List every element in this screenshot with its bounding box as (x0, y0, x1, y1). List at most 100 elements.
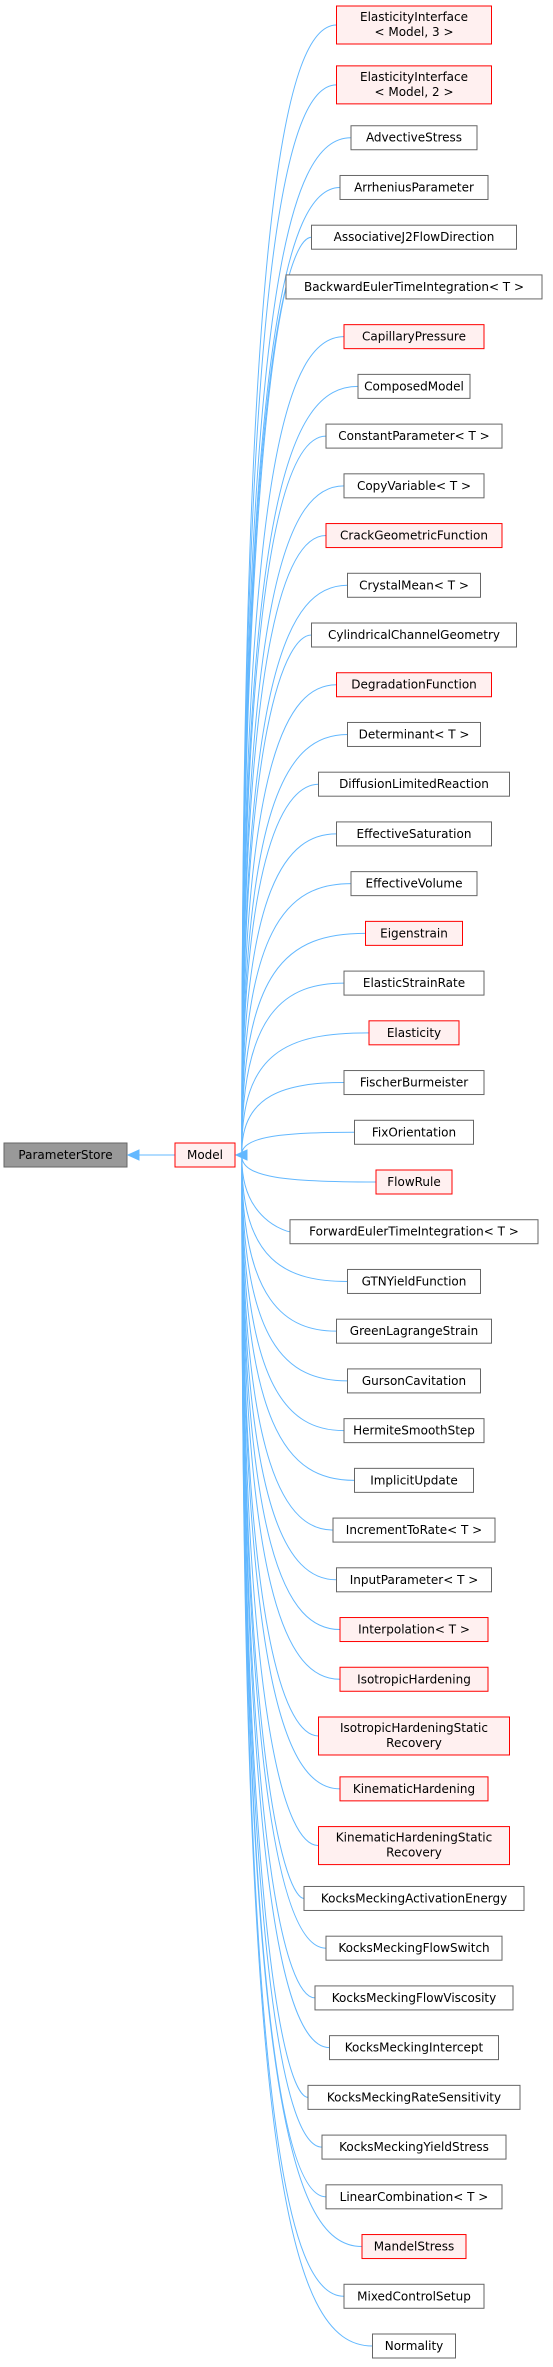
node-backwardeulertimeintegration-t[interactable]: BackwardEulerTimeIntegration< T > (285, 274, 543, 300)
node-arrheniusparameter[interactable]: ArrheniusParameter (339, 174, 489, 200)
node-forwardeulertimeintegration-t[interactable]: ForwardEulerTimeIntegration< T > (289, 1219, 539, 1245)
node-gursoncavitation[interactable]: GursonCavitation (347, 1368, 481, 1394)
node-kocksmeckingintercept-label-line-1: KocksMeckingIntercept (345, 2041, 484, 2055)
node-elasticityinterface-model-3[interactable]: ElasticityInterface< Model, 3 > (336, 5, 492, 45)
node-crackgeometricfunction-box (325, 523, 503, 549)
node-fixorientation-label-line-1: FixOrientation (372, 1125, 456, 1139)
node-model-label: Model (187, 1148, 223, 1162)
node-kinematichardeningstatic-recovery-label-line-2: Recovery (386, 1846, 442, 1860)
node-parameterstore-label: ParameterStore (18, 1148, 112, 1162)
node-normality[interactable]: Normality (372, 2333, 456, 2359)
node-inputparameter-t[interactable]: InputParameter< T > (336, 1567, 492, 1593)
node-normality-box (372, 2333, 456, 2359)
node-model[interactable]: Model (174, 1142, 236, 1168)
node-interpolation-t[interactable]: Interpolation< T > (339, 1617, 489, 1643)
node-degradationfunction-box (336, 672, 492, 698)
derived-classes-layer: ElasticityInterface< Model, 3 >Elasticit… (285, 5, 543, 2359)
node-copyvariable-t[interactable]: CopyVariable< T > (343, 473, 485, 499)
node-effectivesaturation[interactable]: EffectiveSaturation (336, 821, 492, 847)
node-incrementtorate-t[interactable]: IncrementToRate< T > (332, 1517, 496, 1543)
node-degradationfunction[interactable]: DegradationFunction (336, 672, 492, 698)
node-associativej2flowdirection[interactable]: AssociativeJ2FlowDirection (311, 224, 517, 250)
node-elasticityinterface-model-2[interactable]: ElasticityInterface< Model, 2 > (336, 65, 492, 105)
node-mixedcontrolsetup[interactable]: MixedControlSetup (343, 2283, 485, 2309)
node-fixorientation-box (354, 1119, 474, 1145)
node-linearcombination-t[interactable]: LinearCombination< T > (325, 2184, 503, 2210)
node-kocksmeckingratesensitivity[interactable]: KocksMeckingRateSensitivity (307, 2084, 521, 2110)
node-kocksmeckingintercept[interactable]: KocksMeckingIntercept (329, 2035, 499, 2061)
node-mixedcontrolsetup-box (343, 2283, 485, 2309)
node-greenlagrangestrain[interactable]: GreenLagrangeStrain (336, 1318, 492, 1344)
node-composedmodel[interactable]: ComposedModel (357, 373, 471, 399)
node-hermitesmoothstep[interactable]: HermiteSmoothStep (343, 1418, 485, 1444)
node-constantparameter-t[interactable]: ConstantParameter< T > (325, 423, 503, 449)
node-fischerburmeister-label-line-1: FischerBurmeister (360, 1076, 468, 1090)
node-advectivestress[interactable]: AdvectiveStress (350, 125, 478, 151)
node-kocksmeckingflowviscosity[interactable]: KocksMeckingFlowViscosity (314, 1985, 514, 2011)
edge-elasticstrainrate-to-model (241, 982, 345, 1156)
node-kocksmeckingactivationenergy[interactable]: KocksMeckingActivationEnergy (303, 1885, 525, 1911)
node-mixedcontrolsetup-label-line-1: MixedControlSetup (357, 2289, 471, 2303)
node-isotropichardening[interactable]: IsotropicHardening (339, 1666, 489, 1692)
node-elasticstrainrate-box (343, 970, 485, 996)
node-fixorientation[interactable]: FixOrientation (354, 1119, 474, 1145)
node-kocksmeckingflowswitch[interactable]: KocksMeckingFlowSwitch (325, 1935, 503, 1961)
node-backwardeulertimeintegration-t-box (285, 274, 543, 300)
node-crystalmean-t[interactable]: CrystalMean< T > (347, 572, 481, 598)
node-kinematichardeningstatic-recovery-label-line-1: KinematicHardeningStatic (336, 1831, 492, 1845)
node-diffusionlimitedreaction[interactable]: DiffusionLimitedReaction (318, 771, 510, 797)
node-elasticityinterface-model-2-box (336, 65, 492, 105)
node-isotropichardening-box (339, 1666, 489, 1692)
node-mandelstress[interactable]: MandelStress (361, 2234, 467, 2260)
node-effectivesaturation-box (336, 821, 492, 847)
edge-associativej2flowdirection-to-model (241, 236, 312, 1156)
node-cylindricalchannelgeometry[interactable]: CylindricalChannelGeometry (311, 622, 517, 648)
node-crackgeometricfunction-label-line-1: CrackGeometricFunction (340, 529, 488, 543)
node-greenlagrangestrain-box (336, 1318, 492, 1344)
node-associativej2flowdirection-box (311, 224, 517, 250)
node-interpolation-t-label-line-1: Interpolation< T > (358, 1623, 470, 1637)
edge-cylindricalchannelgeometry-to-model (241, 634, 312, 1156)
node-elasticstrainrate[interactable]: ElasticStrainRate (343, 970, 485, 996)
node-flowrule[interactable]: FlowRule (375, 1169, 453, 1195)
node-elasticstrainrate-label-line-1: ElasticStrainRate (363, 976, 465, 990)
node-effectivevolume[interactable]: EffectiveVolume (350, 871, 478, 897)
node-constantparameter-t-label-line-1: ConstantParameter< T > (338, 429, 489, 443)
node-implicitupdate-box (354, 1467, 474, 1493)
node-linearcombination-t-label-line-1: LinearCombination< T > (340, 2190, 489, 2204)
node-elasticityinterface-model-3-box (336, 5, 492, 45)
node-elasticityinterface-model-3-label-line-1: ElasticityInterface (360, 10, 468, 24)
edge-diffusionlimitedreaction-to-model (241, 783, 319, 1156)
node-gtnyieldfunction[interactable]: GTNYieldFunction (347, 1268, 481, 1294)
edge-constantparameter-t-to-model (241, 435, 327, 1156)
edge-forwardeulertimeintegration-t-to-model (241, 1154, 291, 1233)
node-eigenstrain[interactable]: Eigenstrain (365, 920, 463, 946)
node-determinant-t[interactable]: Determinant< T > (347, 721, 481, 747)
node-fischerburmeister[interactable]: FischerBurmeister (343, 1070, 485, 1096)
node-elasticity-box (368, 1020, 460, 1046)
edge-greenlagrangestrain-to-model (241, 1154, 337, 1332)
node-capillarypressure[interactable]: CapillaryPressure (343, 324, 485, 350)
edge-fischerburmeister-to-model (241, 1082, 345, 1156)
node-kinematichardening-box (339, 1776, 489, 1802)
node-composedmodel-label-line-1: ComposedModel (364, 379, 464, 393)
node-gtnyieldfunction-box (347, 1268, 481, 1294)
node-hermitesmoothstep-box (343, 1418, 485, 1444)
edge-gtnyieldfunction-to-model (241, 1154, 348, 1282)
node-incrementtorate-t-label-line-1: IncrementToRate< T > (346, 1523, 482, 1537)
node-arrheniusparameter-box (339, 174, 489, 200)
node-kocksmeckingyieldstress-box (321, 2134, 507, 2160)
node-elasticityinterface-model-2-label-line-1: ElasticityInterface (360, 70, 468, 84)
node-hermitesmoothstep-label-line-1: HermiteSmoothStep (353, 1424, 475, 1438)
node-kocksmeckingyieldstress[interactable]: KocksMeckingYieldStress (321, 2134, 507, 2160)
node-crackgeometricfunction[interactable]: CrackGeometricFunction (325, 523, 503, 549)
node-implicitupdate[interactable]: ImplicitUpdate (354, 1467, 474, 1493)
node-kocksmeckingintercept-box (329, 2035, 499, 2061)
node-kinematichardening[interactable]: KinematicHardening (339, 1776, 489, 1802)
node-kocksmeckingyieldstress-label-line-1: KocksMeckingYieldStress (339, 2140, 489, 2154)
node-elasticity[interactable]: Elasticity (368, 1020, 460, 1046)
node-parameterstore[interactable]: ParameterStore (3, 1142, 128, 1168)
